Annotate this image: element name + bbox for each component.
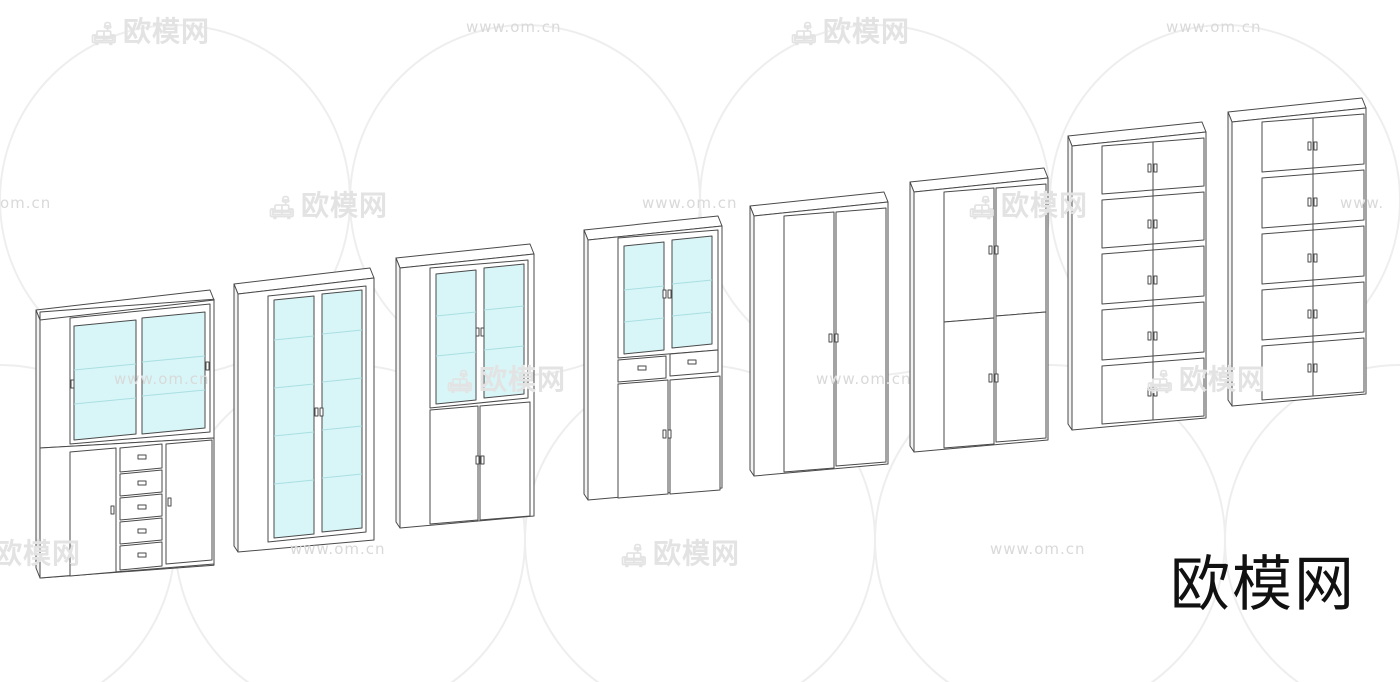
watermark-url: www.om.cn	[816, 370, 912, 388]
watermark-url: www.om.cn	[290, 540, 386, 558]
cabinet-1	[35, 289, 215, 579]
watermark-logo: 🛋欧模网	[620, 532, 740, 572]
watermark-logo-text: 欧模网	[122, 15, 210, 48]
watermark-url: www.	[1340, 194, 1385, 212]
watermark-logo: 欧模网	[0, 532, 81, 572]
sofa-icon: 🛋	[268, 196, 297, 221]
watermark-logo-text: 欧模网	[1000, 189, 1088, 222]
watermark-url: www.om.cn	[990, 540, 1086, 558]
watermark-logo-text: 欧模网	[822, 15, 910, 48]
watermark-logo-text: 欧模网	[0, 537, 82, 570]
sofa-icon: 🛋	[1146, 370, 1175, 395]
watermark-logo: 🛋欧模网	[790, 10, 910, 50]
cabinet-7	[1067, 121, 1207, 431]
watermark-url: www.om.cn	[642, 194, 738, 212]
watermark-logo: 🛋欧模网	[90, 10, 210, 50]
cabinet-4	[583, 215, 723, 501]
watermark-logo-text: 欧模网	[478, 363, 566, 396]
watermark-url: www.om.cn	[466, 18, 562, 36]
cabinet-2	[233, 267, 375, 553]
watermark-logo-text: 欧模网	[300, 189, 388, 222]
cabinet-3	[395, 243, 535, 529]
watermark-logo: 🛋欧模网	[968, 184, 1088, 224]
watermark-url: www.om.cn	[114, 370, 210, 388]
watermark-url: www.om.cn	[1166, 18, 1262, 36]
watermark-logo-text: 欧模网	[1178, 363, 1266, 396]
watermark-logo-text: 欧模网	[652, 537, 740, 570]
watermark-url: om.cn	[0, 194, 52, 212]
sofa-icon: 🛋	[968, 196, 997, 221]
cabinet-6	[909, 167, 1049, 453]
cabinet-5	[749, 191, 889, 477]
sofa-icon: 🛋	[90, 22, 119, 47]
brand-label: 欧模网	[1170, 550, 1356, 620]
sofa-icon: 🛋	[790, 22, 819, 47]
watermark-logo: 🛋欧模网	[446, 358, 566, 398]
sofa-icon: 🛋	[446, 370, 475, 395]
watermark-logo: 🛋欧模网	[1146, 358, 1266, 398]
watermark-logo: 🛋欧模网	[268, 184, 388, 224]
cabinet-8	[1227, 97, 1367, 407]
sofa-icon: 🛋	[620, 544, 649, 569]
